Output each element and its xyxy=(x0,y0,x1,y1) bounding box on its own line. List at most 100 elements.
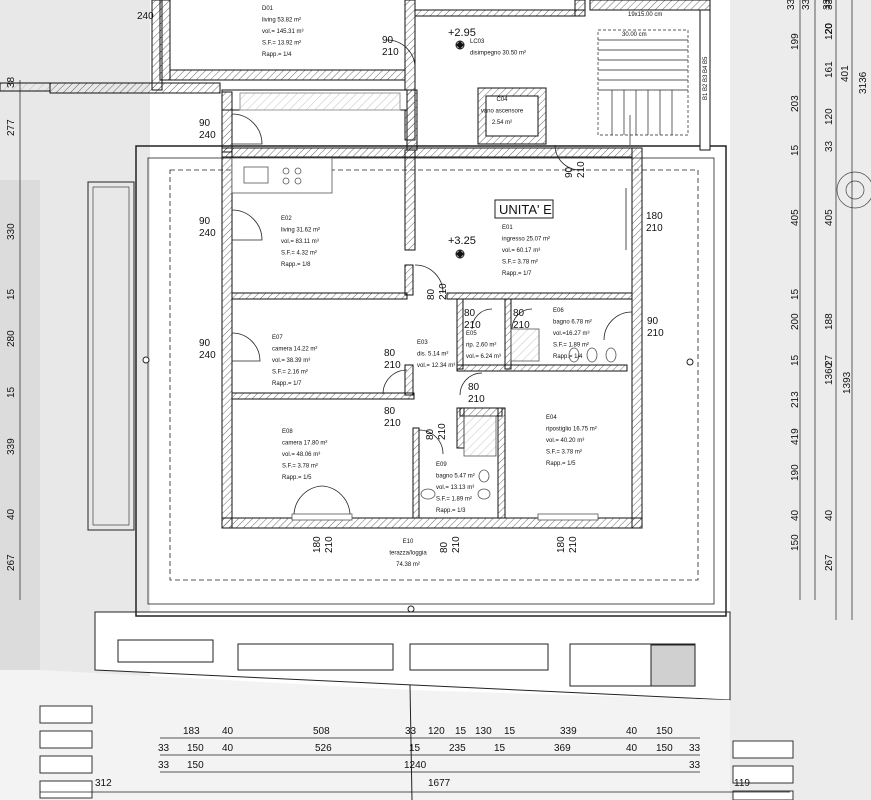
door-height-label: 210 xyxy=(464,320,481,331)
level-marker-upper: +2.95 xyxy=(448,27,476,50)
room-label-e08-line: vol.= 48.06 m³ xyxy=(282,452,320,458)
room-label-e08-line: camera 17.80 m² xyxy=(282,441,327,447)
dim-right-3: 3136 xyxy=(858,71,869,94)
dim-right-1: 15 xyxy=(790,354,801,366)
door-height-label: 210 xyxy=(384,418,401,429)
door-width-label: 90 xyxy=(199,118,211,129)
section-markers xyxy=(142,356,694,613)
dim-bottom-3: 1240 xyxy=(404,760,427,771)
room-label-e02-line: E02 xyxy=(281,216,292,222)
room-label-e07-line: E07 xyxy=(272,335,283,341)
terrace-slab xyxy=(87,145,727,617)
dimension-numbers: 3827733015280153394026719920315405152001… xyxy=(6,0,869,789)
dim-bottom-2: 150 xyxy=(187,743,204,754)
room-label-e05-line: E05 xyxy=(466,331,477,337)
room-label-d01-line: vol.= 145.31 m³ xyxy=(262,29,304,35)
room-label-e01-line: vol.= 60.17 m³ xyxy=(502,248,540,254)
room-label-e01-line: E01 xyxy=(502,225,513,231)
door-width-label-vertical: 80 xyxy=(439,541,450,553)
level-main: +3.25 xyxy=(448,235,476,247)
dim-right-2: 33 xyxy=(824,140,835,152)
room-label-e04-line: E04 xyxy=(546,415,557,421)
dim-right-top: 33 xyxy=(801,0,812,10)
door-width-label: 80 xyxy=(384,348,396,359)
dim-right-1: 419 xyxy=(790,428,801,445)
door-height-label: 210 xyxy=(384,360,401,371)
room-label-e07-line: camera 14.22 m² xyxy=(272,347,317,353)
dim-right-2: 267 xyxy=(824,554,835,571)
dim-left: 15 xyxy=(6,386,17,398)
dim-bottom-1: 15 xyxy=(455,726,467,737)
room-label-e01-line: ingresso 25.07 m² xyxy=(502,237,550,243)
dim-bottom-4: 1677 xyxy=(428,778,451,789)
fixtures xyxy=(231,157,617,521)
dim-bottom-1: 15 xyxy=(504,726,516,737)
door-width-label: 90 xyxy=(199,338,211,349)
dim-bottom-2: 369 xyxy=(554,743,571,754)
room-label-e06-line: Rapp.= 1/4 xyxy=(553,354,583,360)
door-width-label: 90 xyxy=(199,216,211,227)
room-label-e08-line: E08 xyxy=(282,429,293,435)
planters xyxy=(117,639,696,687)
door-height-label: 210 xyxy=(646,223,663,234)
room-label-e04-line: Rapp.= 1/5 xyxy=(546,461,576,467)
dim-bottom-2: 150 xyxy=(656,743,673,754)
dim-right-1: 190 xyxy=(790,464,801,481)
room-label-e01-line: Rapp.= 1/7 xyxy=(502,271,532,277)
dim-bottom-1: 120 xyxy=(428,726,445,737)
unit-title: UNITA' E xyxy=(499,202,552,217)
dim-right-1: 213 xyxy=(790,391,801,408)
dim-right-2: 405 xyxy=(824,209,835,226)
dim-right-2: 1360 xyxy=(824,362,835,385)
parking-strips xyxy=(39,705,794,800)
dim-left: 330 xyxy=(6,223,17,240)
room-label-e09-line: Rapp.= 1/3 xyxy=(436,508,466,514)
dim-right-3: 1393 xyxy=(842,371,853,394)
door-width-label: 80 xyxy=(464,308,476,319)
room-label-d01-line: S.F.= 13.92 m² xyxy=(262,41,301,47)
door-height-label: 240 xyxy=(199,130,216,141)
door-height-label: 240 xyxy=(199,350,216,361)
door-height-label: 240 xyxy=(137,11,154,22)
room-label-e09-line: E09 xyxy=(436,462,447,468)
door-height-label: 210 xyxy=(468,394,485,405)
room-label-e01-line: S.F.= 3.78 m² xyxy=(502,260,538,266)
dim-right-top: 33 xyxy=(786,0,797,10)
staircase xyxy=(597,29,871,209)
dim-bottom-4: 312 xyxy=(95,778,112,789)
dim-bottom-2: 526 xyxy=(315,743,332,754)
dim-right-1: 199 xyxy=(790,33,801,50)
door-height-label: 210 xyxy=(382,47,399,58)
room-label-e07-line: S.F.= 2.16 m² xyxy=(272,370,308,376)
dim-left: 15 xyxy=(6,288,17,300)
stair-steps: B1 B2 B3 B4 B5 xyxy=(703,56,709,100)
dim-bottom-3: 33 xyxy=(689,760,701,771)
dim-left: 277 xyxy=(6,119,17,136)
room-label-e02-line: S.F.= 4.32 m² xyxy=(281,251,317,257)
dim-right-2: 120 xyxy=(824,23,835,40)
room-label-c04-line: 2.54 m² xyxy=(492,120,512,126)
dim-right-1: 15 xyxy=(790,144,801,156)
room-label-e07-line: Rapp.= 1/7 xyxy=(272,381,302,387)
dim-left: 267 xyxy=(6,554,17,571)
door-height-label: 210 xyxy=(647,328,664,339)
room-label-e04-line: vol.= 40.20 m³ xyxy=(546,438,584,444)
room-label-e02-line: vol.= 83.11 m³ xyxy=(281,239,319,245)
room-label-e10-line: 74.38 m² xyxy=(396,562,420,568)
room-label-e08-line: S.F.= 3.78 m² xyxy=(282,464,318,470)
room-label-e10-line: E10 xyxy=(403,539,414,545)
dim-left: 339 xyxy=(6,438,17,455)
dim-bottom-2: 15 xyxy=(494,743,506,754)
room-label-e04-line: S.F.= 3.78 m² xyxy=(546,450,582,456)
door-swings xyxy=(231,39,633,515)
dim-bottom-3: 33 xyxy=(158,760,170,771)
door-height-label-vertical: 210 xyxy=(437,423,448,440)
room-label-e06-line: bagno 6.78 m² xyxy=(553,320,592,326)
door-width-label: 80 xyxy=(468,382,480,393)
room-label-c04-line: C04 xyxy=(496,97,508,103)
stair-riser-note: 19x15.00 cm xyxy=(628,12,662,18)
room-label-e03-line: E03 xyxy=(417,340,428,346)
